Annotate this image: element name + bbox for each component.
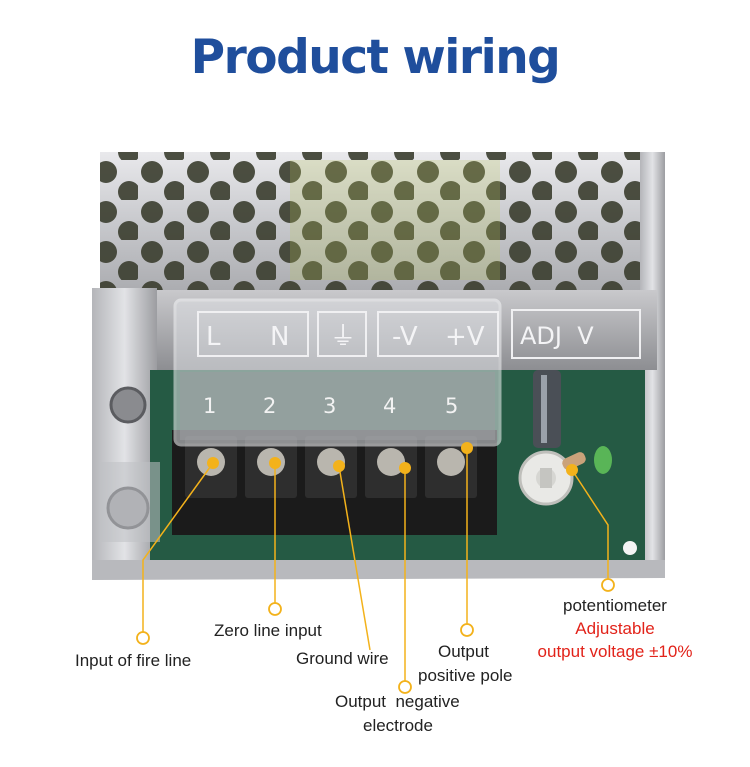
led xyxy=(594,446,612,474)
label-l: L xyxy=(206,322,221,352)
terminal-legend xyxy=(197,309,641,359)
page-title: Product wiring xyxy=(190,30,561,85)
label-negative-electrode: electrode xyxy=(363,716,433,735)
label-positive-pole: positive pole xyxy=(418,666,513,685)
label-ground-wire: Ground wire xyxy=(296,649,389,668)
label-adjustable: Adjustable xyxy=(575,619,655,638)
terminal-number-5: 5 xyxy=(445,394,458,418)
terminal-number-3: 3 xyxy=(323,394,336,418)
label-output-negative: Output negative xyxy=(335,692,460,711)
label-plus-v: +V xyxy=(445,322,485,352)
label-output-positive: Output xyxy=(438,642,490,661)
label-input-fire-line: Input of fire line xyxy=(75,651,192,670)
terminal-number-1: 1 xyxy=(203,394,216,418)
label-minus-v: -V xyxy=(392,322,418,352)
ground-symbol-icon: ⏚ xyxy=(330,322,356,352)
label-potentiometer: potentiometer xyxy=(563,596,667,615)
screw-top xyxy=(109,386,147,424)
label-n: N xyxy=(270,322,289,352)
leader-end-rings xyxy=(136,578,615,694)
terminal-number-4: 4 xyxy=(383,394,396,418)
leader-lines xyxy=(142,448,609,681)
label-zero-line-input: Zero line input xyxy=(214,621,322,640)
label-output-voltage: output voltage ±10% xyxy=(537,642,693,661)
label-adj: ADJ V xyxy=(520,322,594,350)
terminal-number-2: 2 xyxy=(263,394,276,418)
